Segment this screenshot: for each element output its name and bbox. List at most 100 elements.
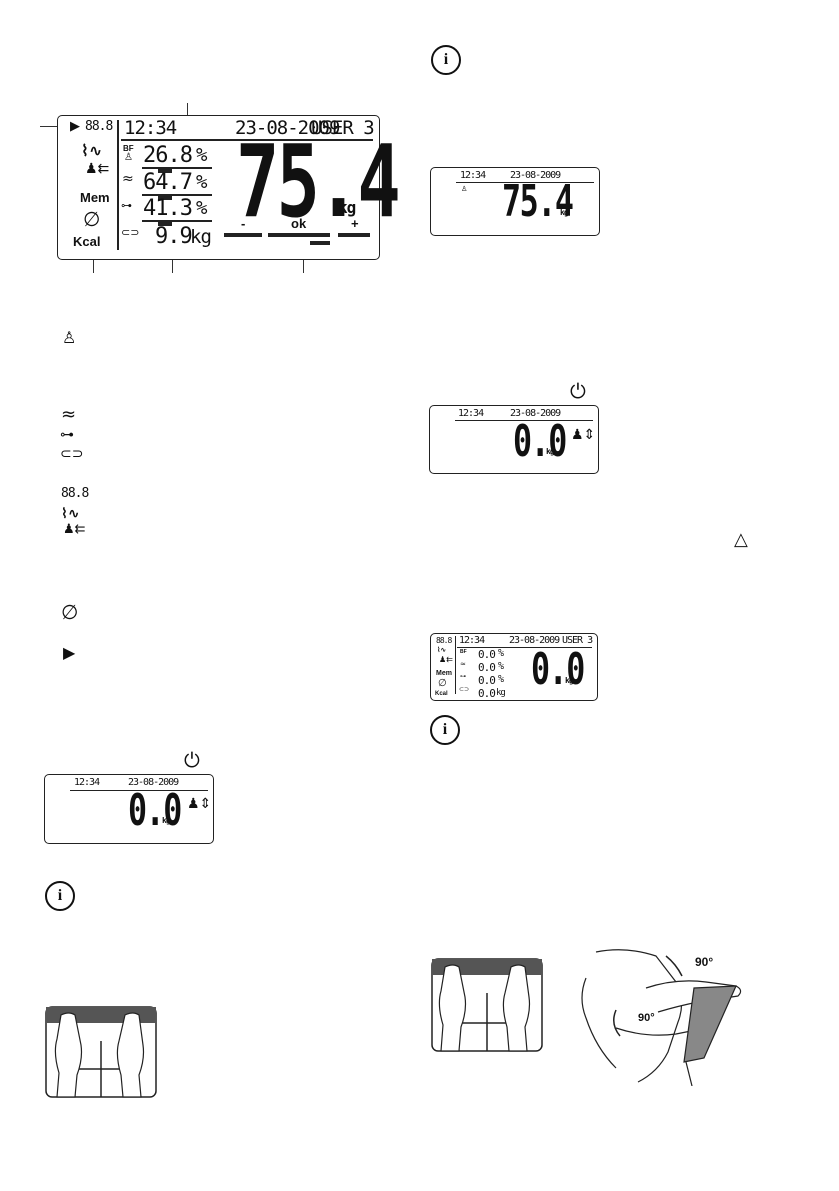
info-icon: i [431,45,461,75]
empty-set-icon: ∅ [438,678,447,689]
callout-line-top [187,103,188,123]
results-bone-unit: kg [496,688,506,698]
bone-value: 9.9 [155,224,193,249]
body-fat-value: 26.8 [143,143,193,168]
muscle-value: 41.3 [143,196,193,221]
user-icon: ♟⇕ [571,427,596,443]
scale-pointer [310,241,330,245]
callout-line-bottom-3 [303,257,304,273]
results-muscle-unit: % [498,674,504,685]
info-icon: i [430,715,460,745]
row-underline [142,220,212,222]
callout-line-left [40,126,58,127]
results-bf-prefix: BF [460,649,467,655]
person-holding-scale-illustration [581,949,742,1086]
zero-left-underline [70,790,208,791]
user-type-icon: ♟⇇ [439,655,453,664]
bone-icon: ⊂⊃ [121,226,140,239]
weight-display-time: 12:34 [460,170,486,181]
row-underline [142,194,212,196]
user-icon: ♟⇕ [187,796,212,812]
row-indicator [158,169,172,173]
zero-display-left [44,774,214,844]
bone-icon: ⊂⊃ [459,686,470,693]
bf-prefix: BF [123,144,134,153]
row-indicator [158,222,172,226]
zero-right-unit: kg [546,447,555,456]
angle-label-arm: 90° [638,1012,655,1024]
heartbeat-icon: ⌇∿ [61,506,80,522]
results-user: USER 3 [562,635,593,646]
weight-unit: kg [338,198,356,217]
user-type-icon: ♟⇇ [85,161,110,177]
feet-on-scale-illustration [45,1006,157,1098]
zero-left-date: 23-08-2009 [128,777,179,788]
weight-display-unit: kg [560,208,569,217]
results-weight: 0.0 [531,644,585,695]
memory-readout: 88.8 [85,119,113,134]
scale-segment-plus [338,233,370,237]
results-water-unit: % [498,661,504,672]
bf-icon: ♙ [124,152,133,163]
play-icon: ▶ [63,643,76,662]
kcal-label: Kcal [73,234,101,249]
zero-left-unit: kg [162,816,171,825]
muscle-unit: % [196,197,207,219]
bf-icon: ♙ [461,185,468,193]
feet-on-scale-illustration [431,958,543,1052]
weight-display-underline [456,182,594,183]
heartbeat-icon: ⌇∿ [437,646,447,654]
power-icon[interactable]: ⏻ [570,379,586,403]
results-memory: 88.8 [436,636,452,645]
weight-readout: 75.4 [236,123,401,240]
info-icon: i [45,881,75,911]
play-icon: ▶ [70,119,80,134]
date-readout: 23-08-2009 [235,117,340,139]
scale-ok: ok [291,216,307,231]
water-icon: ≈ [122,171,134,187]
results-bf-value: 0.0 [478,648,496,661]
lcd-divider-vertical [117,120,119,250]
water-icon: ≈ [460,660,466,668]
results-muscle-value: 0.0 [478,674,496,687]
results-date: 23-08-2009 [509,635,560,646]
heartbeat-icon: ⌇∿ [81,141,103,160]
weight-display-value: 75.4 [502,176,574,227]
angle-label-top: 90° [695,955,714,969]
bone-icon: ⊂⊃ [60,446,84,462]
callout-line-bottom-2 [172,257,173,273]
water-value: 64.7 [143,170,193,195]
empty-set-icon: ∅ [61,600,79,624]
zero-left-weight: 0.0 [128,785,182,836]
user-type-icon: ♟⇇ [63,522,86,537]
muscle-icon: ⊶ [460,673,466,680]
mem-label: Mem [80,190,110,205]
callout-line-bottom-1 [93,257,94,273]
water-icon: ≈ [61,404,77,425]
results-divider [455,636,456,694]
empty-set-icon: ∅ [83,207,101,231]
time-readout: 12:34 [124,117,177,139]
triangle-icon[interactable]: △ [734,529,748,550]
weight-display-date: 23-08-2009 [510,170,561,181]
results-underline [457,647,592,648]
results-mem-label: Mem [436,670,452,677]
weight-display [430,167,600,236]
zero-right-time: 12:34 [458,408,484,419]
muscle-icon: ⊶ [60,427,74,443]
scale-minus: - [241,216,246,231]
scale-icon: ♙ [62,328,77,347]
scale-plus: + [351,216,359,231]
results-display [430,633,598,701]
results-kcal-label: Kcal [435,691,448,697]
results-water-value: 0.0 [478,661,496,674]
results-weight-unit: kg [565,676,574,685]
scale-segment-ok [268,233,330,237]
results-time: 12:34 [459,635,485,646]
header-underline [121,139,373,141]
water-unit: % [196,171,207,193]
zero-left-time: 12:34 [74,777,100,788]
results-bf-unit: % [498,648,504,659]
zero-display-right [429,405,599,474]
power-icon[interactable]: ⏻ [184,748,200,772]
